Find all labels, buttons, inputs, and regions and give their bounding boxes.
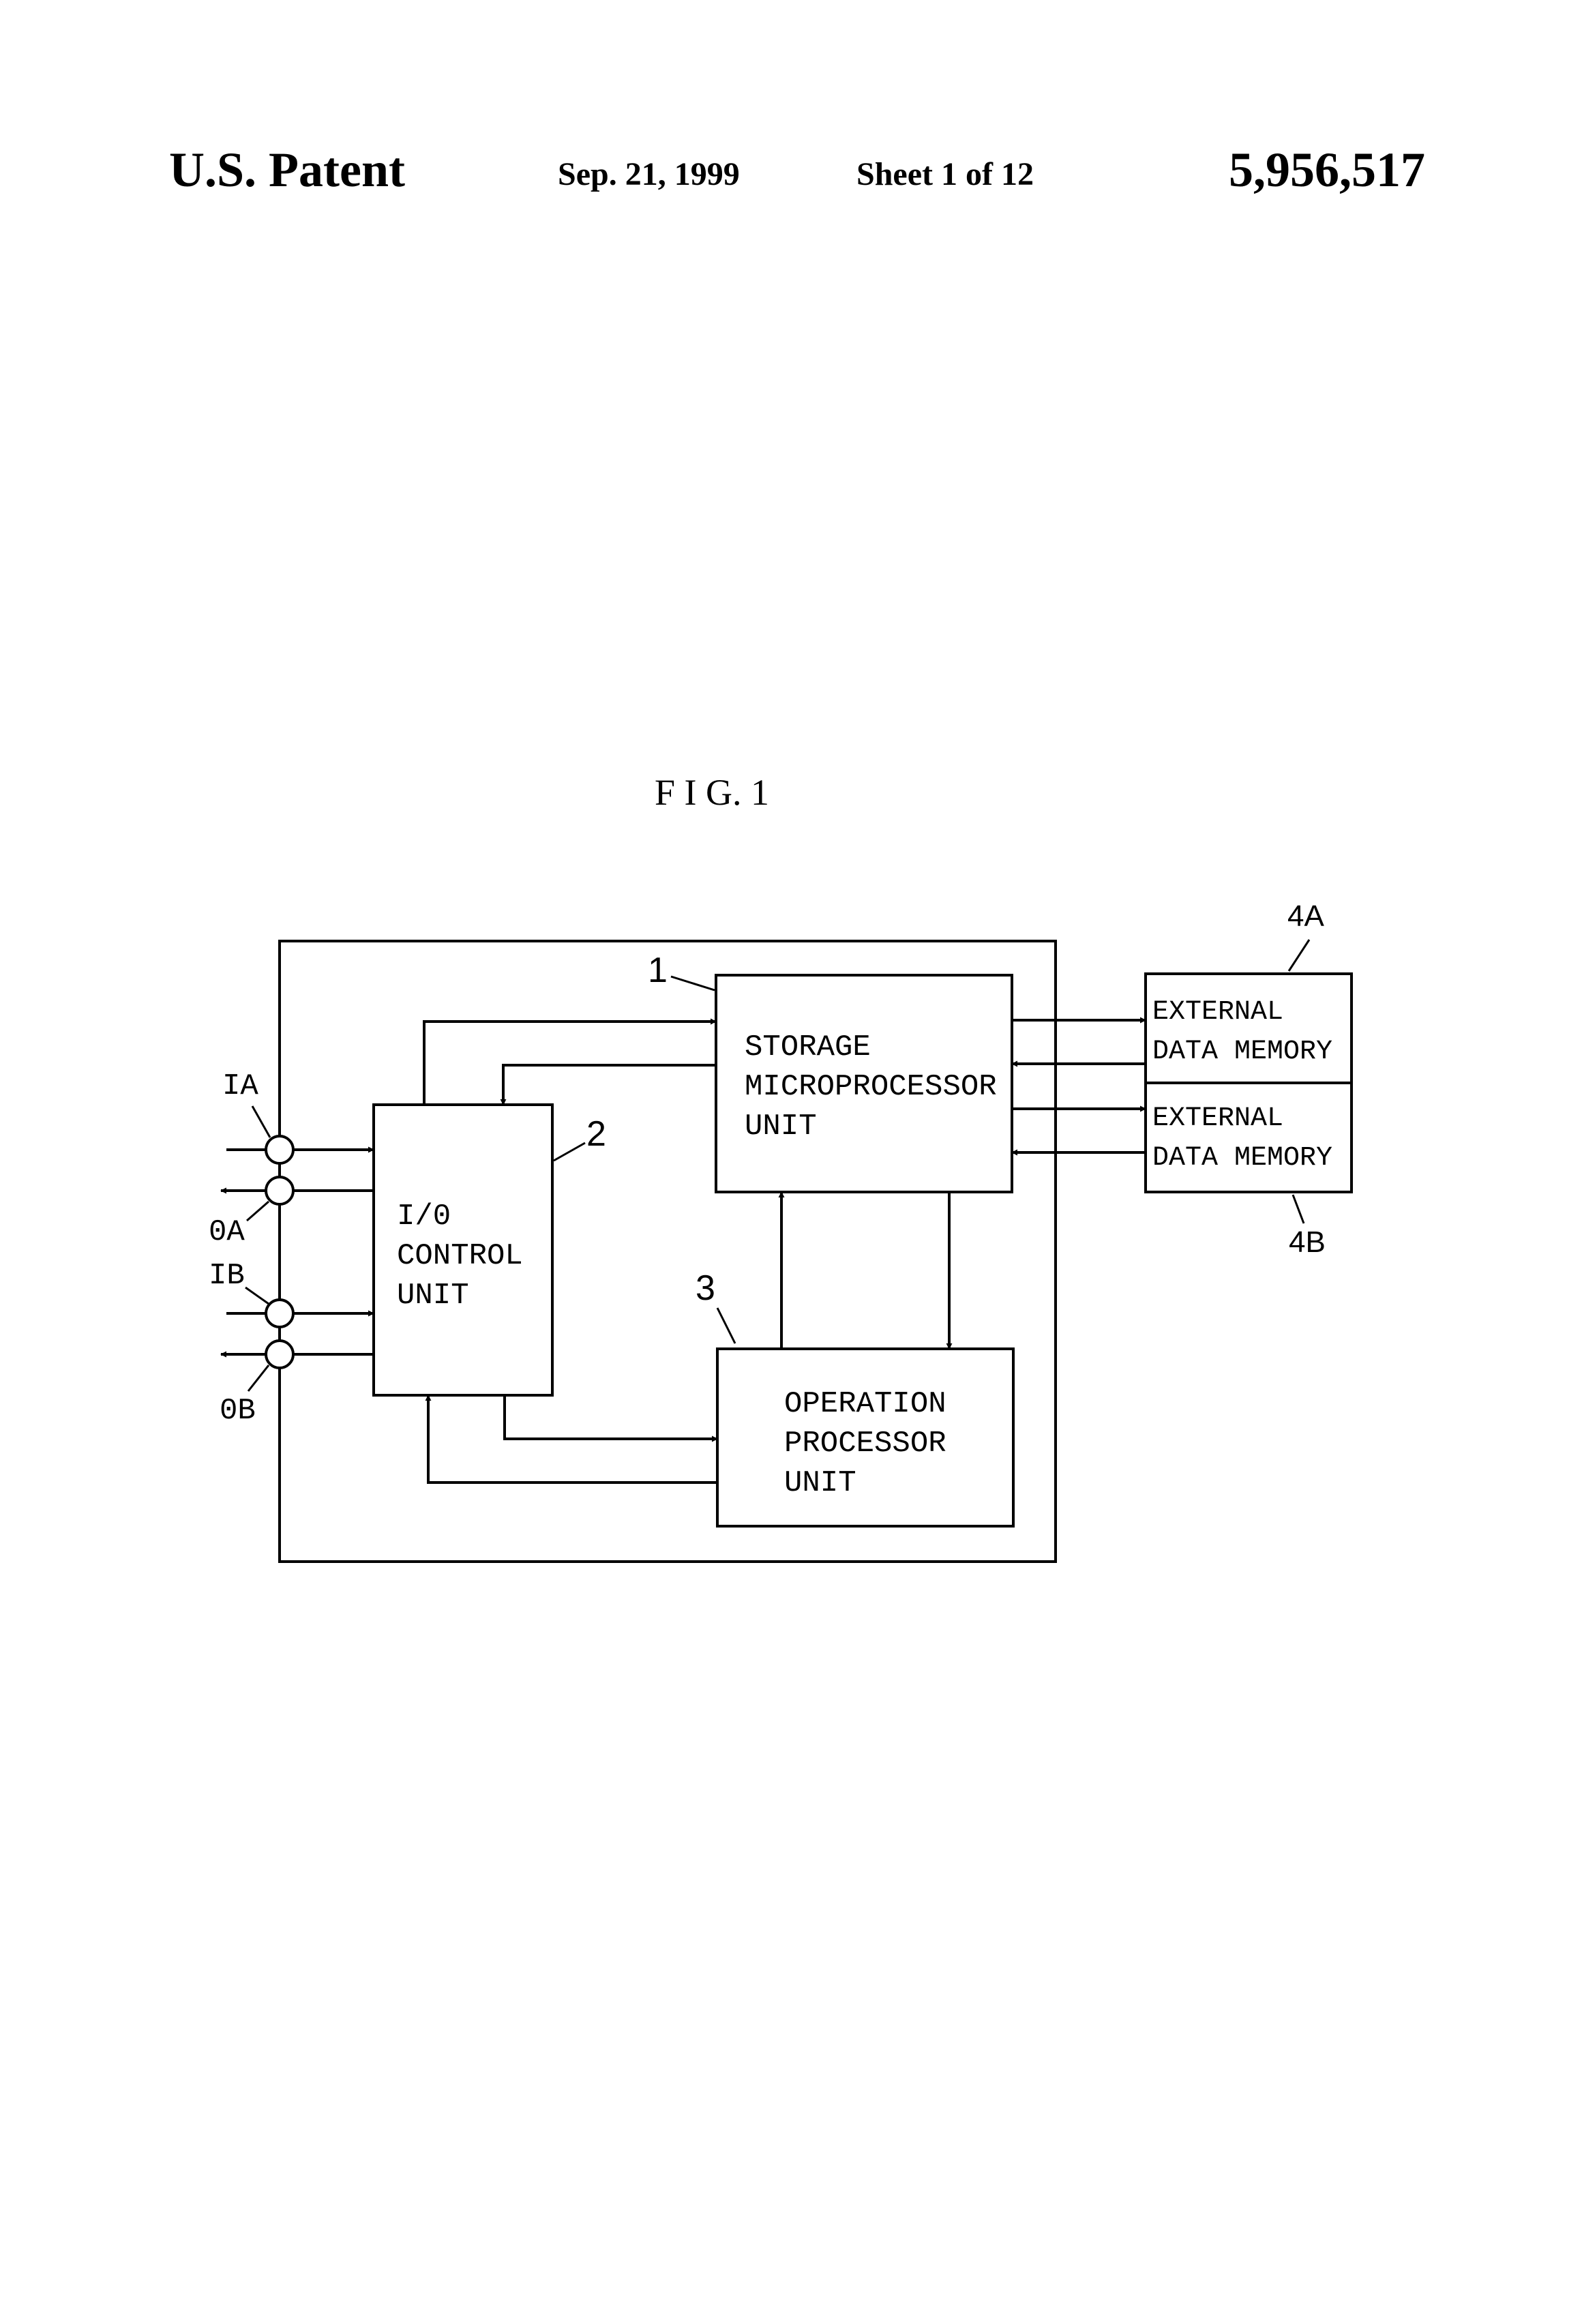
io-label-3: UNIT: [397, 1279, 469, 1313]
ref-2-leader: [554, 1143, 585, 1161]
system-enclosure: [280, 941, 1056, 1562]
port-ib-leader: [245, 1287, 269, 1304]
port-ob-label: 0B: [220, 1394, 256, 1428]
port-oa-label: 0A: [209, 1215, 245, 1249]
port-oa-terminal: [266, 1177, 293, 1204]
port-ob-terminal: [266, 1341, 293, 1368]
io-label-1: I/0: [397, 1200, 451, 1234]
operation-label-3: UNIT: [784, 1466, 856, 1500]
port-ib-label: IB: [209, 1259, 245, 1293]
ref-1-label: 1: [648, 951, 668, 990]
port-ia-label: IA: [222, 1069, 258, 1103]
ref-2-label: 2: [586, 1114, 606, 1154]
port-ib-terminal: [266, 1300, 293, 1327]
port-ia-terminal: [266, 1136, 293, 1163]
port-oa-leader: [247, 1202, 269, 1221]
memory-b-label-1: EXTERNAL: [1152, 1103, 1283, 1134]
external-data-memory-4b: [1146, 1083, 1352, 1192]
figure-title: F I G. 1: [655, 772, 769, 813]
memory-b-label-2: DATA MEMORY: [1152, 1143, 1332, 1174]
operation-label-2: PROCESSOR: [784, 1427, 946, 1461]
port-ia-leader: [252, 1106, 270, 1137]
ref-4b-leader: [1293, 1195, 1304, 1223]
ref-3-leader: [717, 1308, 735, 1343]
storage-label-3: UNIT: [745, 1109, 817, 1144]
storage-to-io-arrow: [503, 1065, 716, 1105]
port-ob-leader: [248, 1365, 269, 1391]
memory-a-label-1: EXTERNAL: [1152, 997, 1283, 1028]
io-to-storage-arrow: [424, 1022, 716, 1105]
ref-3-label: 3: [696, 1268, 715, 1308]
io-label-2: CONTROL: [397, 1239, 523, 1273]
io-to-operation-arrow: [505, 1395, 717, 1439]
storage-label-2: MICROPROCESSOR: [745, 1070, 997, 1104]
storage-label-1: STORAGE: [745, 1030, 871, 1064]
ref-1-leader: [671, 977, 715, 990]
memory-a-label-2: DATA MEMORY: [1152, 1037, 1332, 1067]
operation-label-1: OPERATION: [784, 1387, 946, 1421]
ref-4b-label: 4B: [1289, 1225, 1326, 1259]
ref-4a-leader: [1289, 940, 1309, 971]
ref-4a-label: 4A: [1287, 899, 1324, 933]
